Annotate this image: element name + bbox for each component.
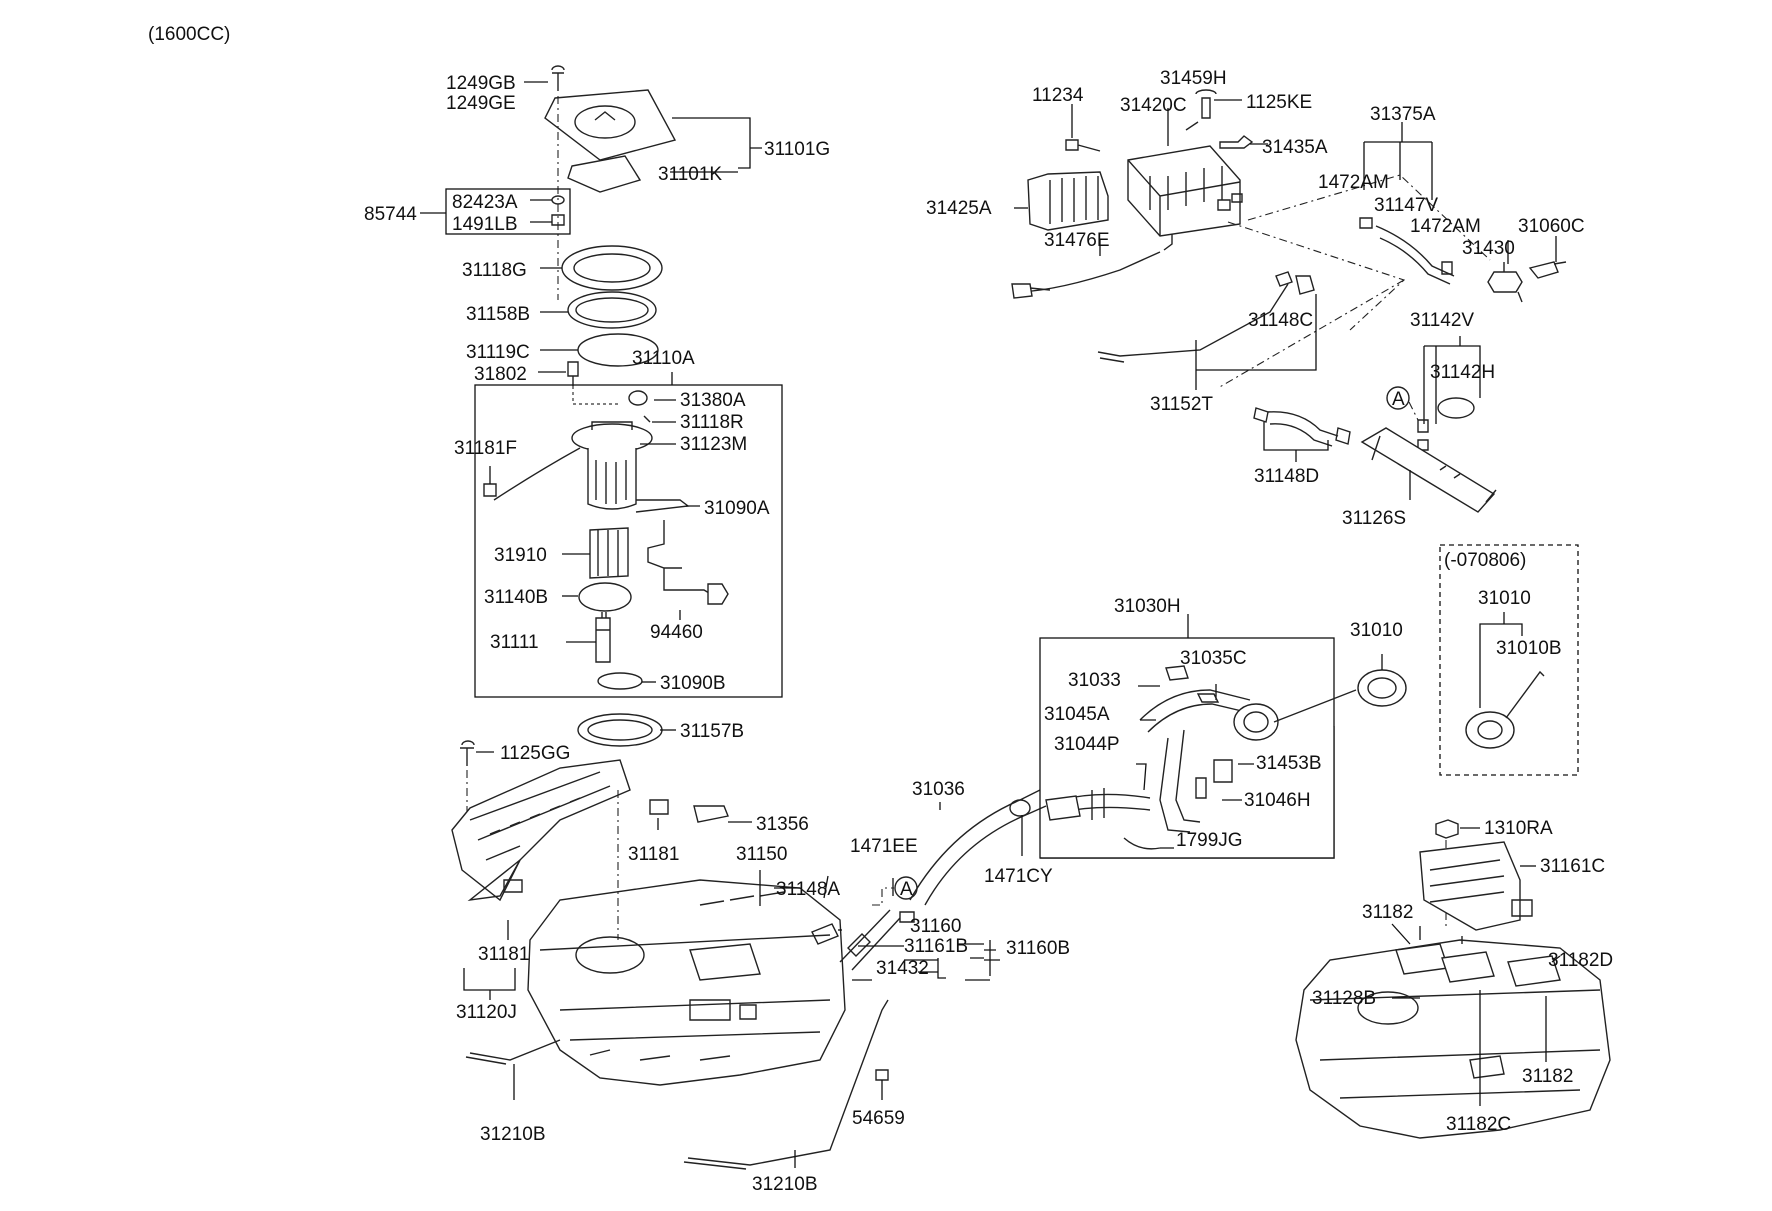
filler-neck — [1045, 689, 1279, 850]
callout-54659: 54659 — [852, 1108, 905, 1129]
callout-1491LB: 1491LB — [452, 214, 518, 235]
callout-31161B: 31161B — [904, 936, 968, 957]
fuel-filter — [1360, 427, 1497, 513]
callout-31033: 31033 — [1068, 670, 1121, 691]
callout-31910: 31910 — [494, 545, 547, 566]
callout-31142V: 31142V — [1410, 310, 1474, 331]
callout-31046H: 31046H — [1244, 790, 1311, 811]
callout-31148A: 31148A — [776, 879, 840, 900]
callout-1472AM-a: 1472AM — [1318, 172, 1389, 193]
callout-31425A: 31425A — [926, 198, 992, 219]
callout-31181F: 31181F — [454, 438, 517, 459]
callout-31118G: 31118G — [462, 260, 527, 281]
callout-31802: 31802 — [474, 364, 527, 385]
callout-31090B: 31090B — [660, 673, 726, 694]
engine-label: (1600CC) — [148, 24, 230, 45]
callout-31161C: 31161C — [1540, 856, 1605, 877]
callout-94460: 94460 — [650, 622, 703, 643]
callout-31090A: 31090A — [704, 498, 770, 519]
callout-31147V: 31147V — [1374, 195, 1438, 216]
callout-1471EE: 1471EE — [850, 836, 918, 857]
callout-11234: 11234 — [1032, 85, 1084, 106]
marker-a-bottom: A — [900, 879, 913, 900]
callout-31182D: 31182D — [1548, 950, 1613, 971]
callout-31045A: 31045A — [1044, 704, 1110, 725]
callout-31356: 31356 — [756, 814, 809, 835]
callout-1125KE: 1125KE — [1246, 92, 1312, 113]
variant-box — [1439, 544, 1579, 776]
variant-label: (-070806) — [1444, 550, 1526, 571]
callout-31128B: 31128B — [1312, 988, 1376, 1009]
callout-1249GE: 1249GE — [446, 93, 516, 114]
callout-31476E: 31476E — [1044, 230, 1110, 251]
callout-31119C: 31119C — [466, 342, 530, 363]
callout-31432: 31432 — [876, 958, 929, 979]
callout-31459H: 31459H — [1160, 68, 1227, 89]
callout-85744: 85744 — [364, 204, 417, 225]
heat-shield — [451, 759, 631, 902]
callout-31142H: 31142H — [1430, 362, 1495, 383]
callout-31118R: 31118R — [680, 412, 744, 433]
fuel-pump-module — [493, 386, 690, 513]
filler-bracket — [1419, 841, 1533, 931]
callout-1472AM-b: 1472AM — [1410, 216, 1481, 237]
callout-31375A: 31375A — [1370, 104, 1436, 125]
callout-31150: 31150 — [736, 844, 787, 865]
callout-31010-a: 31010 — [1350, 620, 1403, 641]
callout-31060C: 31060C — [1518, 216, 1585, 237]
callout-31182-b: 31182 — [1522, 1066, 1573, 1087]
callout-31148C: 31148C — [1248, 310, 1313, 331]
callout-31182-a: 31182 — [1362, 902, 1413, 923]
callout-1125GG: 1125GG — [500, 743, 570, 764]
fuel-pump-cover-group — [544, 65, 677, 300]
callout-31101G: 31101G — [764, 139, 830, 160]
callout-31181-b: 31181 — [478, 944, 529, 965]
callout-1799JG: 1799JG — [1176, 830, 1243, 851]
callout-82423A: 82423A — [452, 192, 518, 213]
callout-31435A: 31435A — [1262, 137, 1328, 158]
marker-a-top: A — [1392, 389, 1405, 410]
callout-labels: 1249GB 1249GE 31101G 31101K 85744 82423A… — [364, 68, 1613, 1195]
callout-31101K: 31101K — [658, 164, 722, 185]
callout-31010B: 31010B — [1496, 638, 1562, 659]
callout-31158B: 31158B — [466, 304, 530, 325]
callout-31140B: 31140B — [484, 587, 548, 608]
callout-31030H: 31030H — [1114, 596, 1181, 617]
pump-module-box — [474, 384, 783, 698]
callout-31044P: 31044P — [1054, 734, 1120, 755]
callout-1471CY: 1471CY — [984, 866, 1053, 887]
callout-31430: 31430 — [1462, 238, 1515, 259]
callout-31111: 31111 — [490, 632, 539, 653]
callout-31420C: 31420C — [1120, 95, 1187, 116]
callout-31126S: 31126S — [1342, 508, 1406, 529]
fuel-tank-main — [527, 879, 846, 1086]
callout-31152T: 31152T — [1150, 394, 1213, 415]
callout-31110A: 31110A — [632, 348, 695, 369]
callout-31160: 31160 — [910, 916, 961, 937]
callout-31120J: 31120J — [456, 1002, 517, 1023]
callout-31210B-a: 31210B — [480, 1124, 546, 1145]
callout-31160B: 31160B — [1006, 938, 1070, 959]
callout-1249GB: 1249GB — [446, 73, 516, 94]
callout-31148D: 31148D — [1254, 466, 1319, 487]
fuel-tank-alt — [1295, 926, 1611, 1139]
callout-31157B: 31157B — [680, 721, 744, 742]
callout-1310RA: 1310RA — [1484, 818, 1553, 839]
callout-31035C: 31035C — [1180, 648, 1247, 669]
callout-31182C: 31182C — [1446, 1114, 1511, 1135]
canister-bracket — [1027, 171, 1109, 231]
callout-31210B-b: 31210B — [752, 1174, 818, 1195]
charcoal-canister — [1127, 145, 1243, 237]
callout-31453B: 31453B — [1256, 753, 1322, 774]
callout-31010-b: 31010 — [1478, 588, 1531, 609]
callout-31181-a: 31181 — [628, 844, 679, 865]
callout-31123M: 31123M — [680, 434, 747, 455]
callout-31380A: 31380A — [680, 390, 746, 411]
callout-31036: 31036 — [912, 779, 965, 800]
